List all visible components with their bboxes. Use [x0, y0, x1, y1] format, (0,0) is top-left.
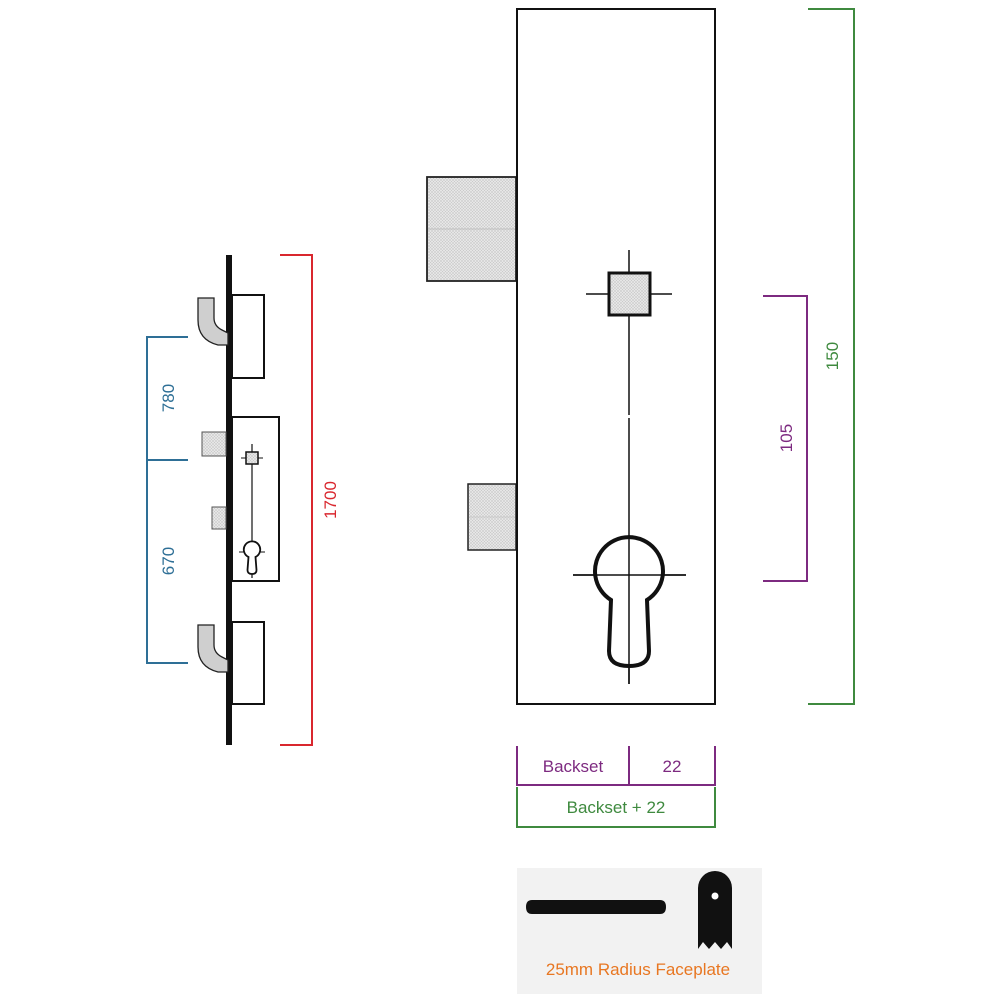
- dim-bracket-1700: [280, 254, 313, 746]
- dim-label-backset: Backset: [543, 757, 604, 776]
- faceplate-profile-panel: 25mm Radius Faceplate: [517, 868, 762, 994]
- dim-bracket-670: [146, 459, 188, 664]
- dim-label-150: 150: [823, 342, 842, 370]
- faceplate-screw-hole: [711, 892, 719, 900]
- lock-overview: 780 670 1700: [146, 254, 340, 746]
- faceplate-caption: 25mm Radius Faceplate: [546, 960, 730, 979]
- top-hook-bolt: [197, 294, 265, 379]
- dim-bracket-backset: [516, 746, 716, 786]
- dim-bracket-backset-total: [516, 787, 716, 828]
- dim-label-backset-total: Backset + 22: [567, 798, 666, 817]
- centre-deadbolt: [211, 506, 227, 530]
- gearbox-detail: 105 150 Backset 22 Backset + 22: [426, 8, 855, 828]
- spindle-square: [607, 271, 652, 317]
- faceplate-bar: [226, 255, 232, 745]
- dim-label-670: 670: [159, 547, 178, 575]
- dim-bracket-105: [763, 295, 808, 582]
- centre-gearbox: [201, 416, 280, 582]
- dim-label-780: 780: [159, 384, 178, 412]
- flat-faceplate-profile: [526, 900, 666, 914]
- dim-label-1700: 1700: [321, 481, 340, 519]
- dim-label-22: 22: [663, 757, 682, 776]
- top-hook-box: [231, 294, 265, 379]
- small-spindle-square: [245, 451, 259, 465]
- radius-faceplate-profile: [698, 871, 732, 949]
- dim-bracket-150: [808, 8, 855, 705]
- bottom-hook-box: [231, 621, 265, 705]
- centre-latch: [201, 431, 227, 457]
- bottom-hook-bolt: [197, 621, 265, 705]
- small-cylinder-cutout: [242, 540, 262, 575]
- dim-label-105: 105: [777, 424, 796, 452]
